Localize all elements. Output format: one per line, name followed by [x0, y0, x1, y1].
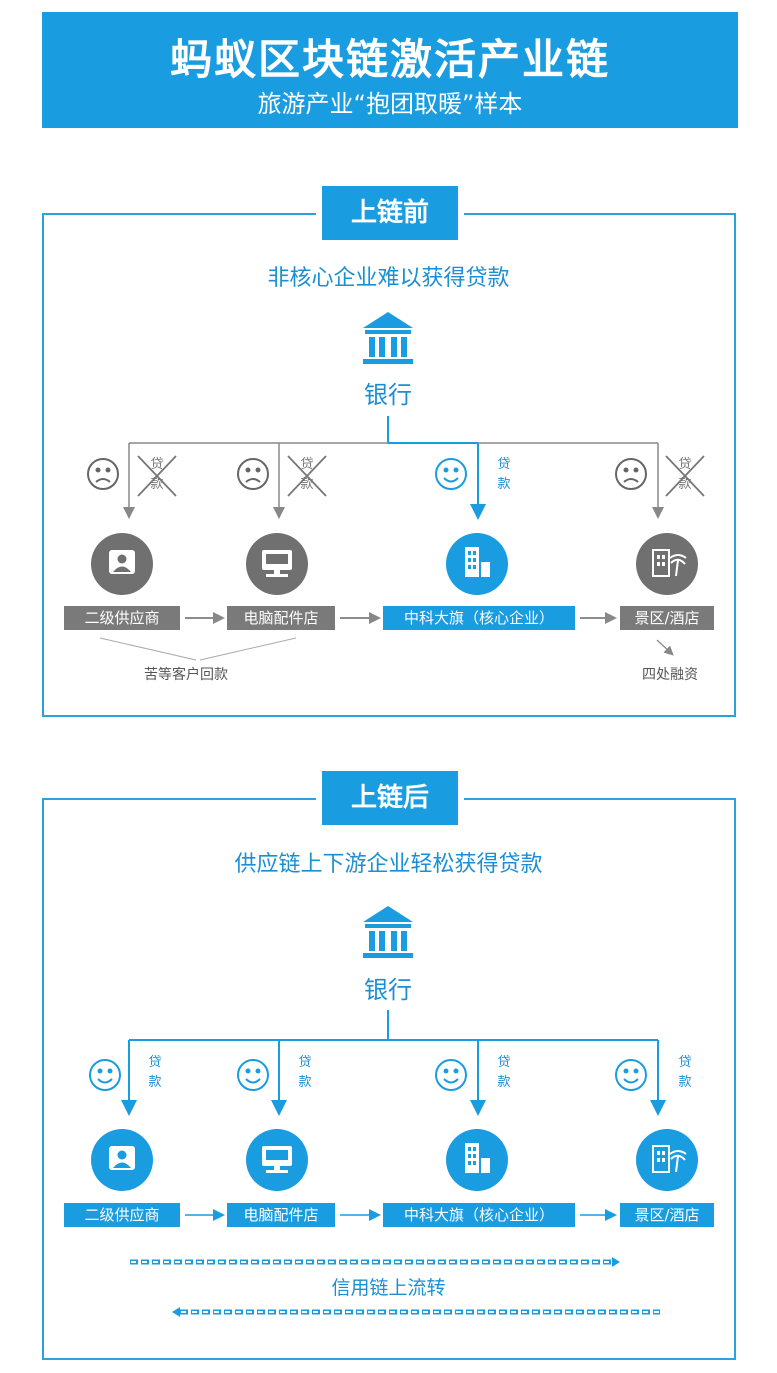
main-subtitle: 旅游产业“抱团取暖”样本: [257, 90, 523, 118]
main-title: 蚂蚁区块链激活产业链: [169, 35, 610, 84]
node-label-core-enterprise: 中科大旗（核心企业）: [383, 606, 575, 630]
before-subtitle: 非核心企业难以获得贷款: [267, 266, 510, 291]
resort-icon: [636, 1129, 698, 1191]
smile-face-icon: [435, 1059, 467, 1091]
loan-label: 贷款: [497, 457, 511, 492]
credit-chain-label: 信用链上流转: [331, 1277, 446, 1299]
node-label-core-enterprise: 中科大旗（核心企业）: [383, 1203, 575, 1227]
person-icon: [91, 1129, 153, 1191]
sad-face-icon: [237, 458, 269, 490]
chain-arrow-icon: [172, 1307, 660, 1317]
node-label-resort: 景区/酒店: [620, 1203, 714, 1227]
node-label-supplier: 二级供应商: [64, 606, 180, 630]
smile-face-icon: [435, 458, 467, 490]
smile-face-icon: [237, 1059, 269, 1091]
before-bank-icon: [363, 312, 413, 364]
resort-icon: [636, 533, 698, 595]
after-subtitle: 供应链上下游企业轻松获得贷款: [234, 852, 543, 877]
loan-label-crossed: 贷款: [678, 457, 692, 492]
before-tag: 上链前: [316, 186, 464, 240]
loan-label: 贷款: [497, 1055, 511, 1090]
note-seeking-financing: 四处融资: [642, 667, 698, 683]
building-icon: [446, 533, 508, 595]
smile-face-icon: [615, 1059, 647, 1091]
loan-label: 贷款: [298, 1055, 312, 1090]
loan-label: 贷款: [678, 1055, 692, 1090]
sad-face-icon: [615, 458, 647, 490]
note-waiting-payment: 苦等客户回款: [144, 667, 228, 683]
loan-label: 贷款: [148, 1055, 162, 1090]
computer-icon: [246, 533, 308, 595]
computer-icon: [246, 1129, 308, 1191]
header-banner: 蚂蚁区块链激活产业链 旅游产业“抱团取暖”样本: [42, 12, 738, 128]
after-bank-label: 银行: [364, 976, 412, 1004]
after-bank-icon: [363, 906, 413, 958]
person-icon: [91, 533, 153, 595]
node-label-resort: 景区/酒店: [620, 606, 714, 630]
loan-label-crossed: 贷款: [150, 457, 164, 492]
chain-arrow-icon: [130, 1257, 620, 1267]
after-tag: 上链后: [316, 771, 464, 825]
loan-label-crossed: 贷款: [300, 457, 314, 492]
building-icon: [446, 1129, 508, 1191]
node-label-computer-store: 电脑配件店: [227, 1203, 335, 1227]
sad-face-icon: [87, 458, 119, 490]
node-label-computer-store: 电脑配件店: [227, 606, 335, 630]
node-label-supplier: 二级供应商: [64, 1203, 180, 1227]
smile-face-icon: [89, 1059, 121, 1091]
before-bank-label: 银行: [364, 381, 412, 409]
